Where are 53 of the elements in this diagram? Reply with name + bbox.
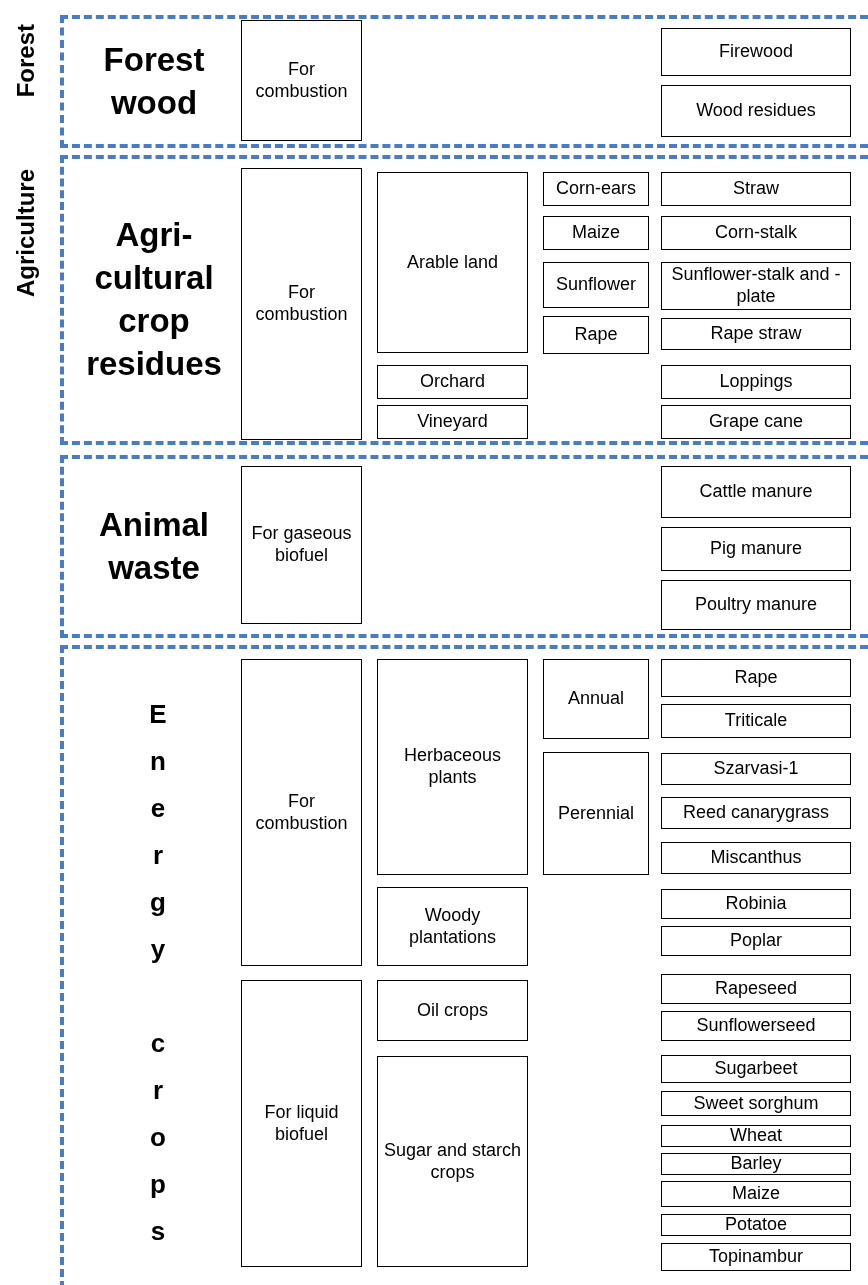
category-box: Potatoe bbox=[661, 1214, 851, 1236]
category-box: Miscanthus bbox=[661, 842, 851, 874]
group-heading: Energy crops bbox=[142, 699, 173, 1263]
category-box: Sweet sorghum bbox=[661, 1091, 851, 1116]
category-box: Arable land bbox=[377, 172, 528, 353]
category-box: Woody plantations bbox=[377, 887, 528, 966]
category-box: Sunflowerseed bbox=[661, 1011, 851, 1041]
category-box: Pig manure bbox=[661, 527, 851, 571]
category-box: Corn-ears bbox=[543, 172, 649, 206]
category-box: Maize bbox=[661, 1181, 851, 1207]
rotated-category-label: Agriculture bbox=[12, 169, 40, 297]
category-box: Topinambur bbox=[661, 1243, 851, 1271]
category-box: Cattle manure bbox=[661, 466, 851, 518]
category-box: Grape cane bbox=[661, 405, 851, 439]
category-box: Sugarbeet bbox=[661, 1055, 851, 1083]
category-box: Straw bbox=[661, 172, 851, 206]
category-box: For combustion bbox=[241, 168, 362, 440]
category-box: Firewood bbox=[661, 28, 851, 76]
category-box: Maize bbox=[543, 216, 649, 250]
category-box: Barley bbox=[661, 1153, 851, 1175]
category-box: For combustion bbox=[241, 20, 362, 141]
category-box: Oil crops bbox=[377, 980, 528, 1041]
category-box: Reed canarygrass bbox=[661, 797, 851, 829]
category-box: Corn-stalk bbox=[661, 216, 851, 250]
category-box: Sugar and starch crops bbox=[377, 1056, 528, 1267]
rotated-category-label: Forest bbox=[12, 24, 40, 98]
category-box: Perennial bbox=[543, 752, 649, 875]
category-box: Vineyard bbox=[377, 405, 528, 439]
category-box: Herbaceous plants bbox=[377, 659, 528, 875]
group-heading: Agri-cultural crop residues bbox=[85, 215, 223, 384]
category-box: Szarvasi-1 bbox=[661, 753, 851, 785]
group-heading: Forest wood bbox=[102, 40, 206, 123]
category-box: Loppings bbox=[661, 365, 851, 399]
category-box: Annual bbox=[543, 659, 649, 739]
category-box: For liquid biofuel bbox=[241, 980, 362, 1267]
category-box: Rapeseed bbox=[661, 974, 851, 1004]
category-box: For gaseous biofuel bbox=[241, 466, 362, 624]
category-box: Orchard bbox=[377, 365, 528, 399]
category-box: Robinia bbox=[661, 889, 851, 919]
group-heading: Animal waste bbox=[98, 505, 210, 588]
category-box: Rape straw bbox=[661, 318, 851, 350]
category-box: Rape bbox=[543, 316, 649, 354]
dashed-group-frame bbox=[60, 455, 868, 638]
category-box: Sunflower-stalk and -plate bbox=[661, 262, 851, 310]
category-box: Triticale bbox=[661, 704, 851, 738]
category-box: Wood residues bbox=[661, 85, 851, 137]
category-box: Wheat bbox=[661, 1125, 851, 1147]
category-box: Rape bbox=[661, 659, 851, 697]
dashed-group-frame bbox=[60, 645, 868, 1285]
category-box: Sunflower bbox=[543, 262, 649, 308]
category-box: Poplar bbox=[661, 926, 851, 956]
category-box: Poultry manure bbox=[661, 580, 851, 630]
category-box: For combustion bbox=[241, 659, 362, 966]
